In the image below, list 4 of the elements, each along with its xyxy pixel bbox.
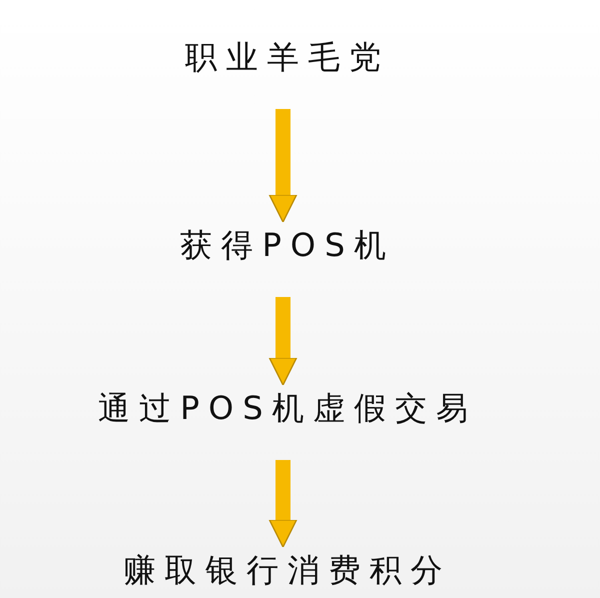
step-text: 职业羊毛党 bbox=[176, 38, 390, 76]
step-text: 通过POS机虚假交易 bbox=[89, 389, 477, 427]
step-text: 获得POS机 bbox=[171, 226, 395, 264]
step-text: 赚取银行消费积分 bbox=[114, 551, 452, 589]
